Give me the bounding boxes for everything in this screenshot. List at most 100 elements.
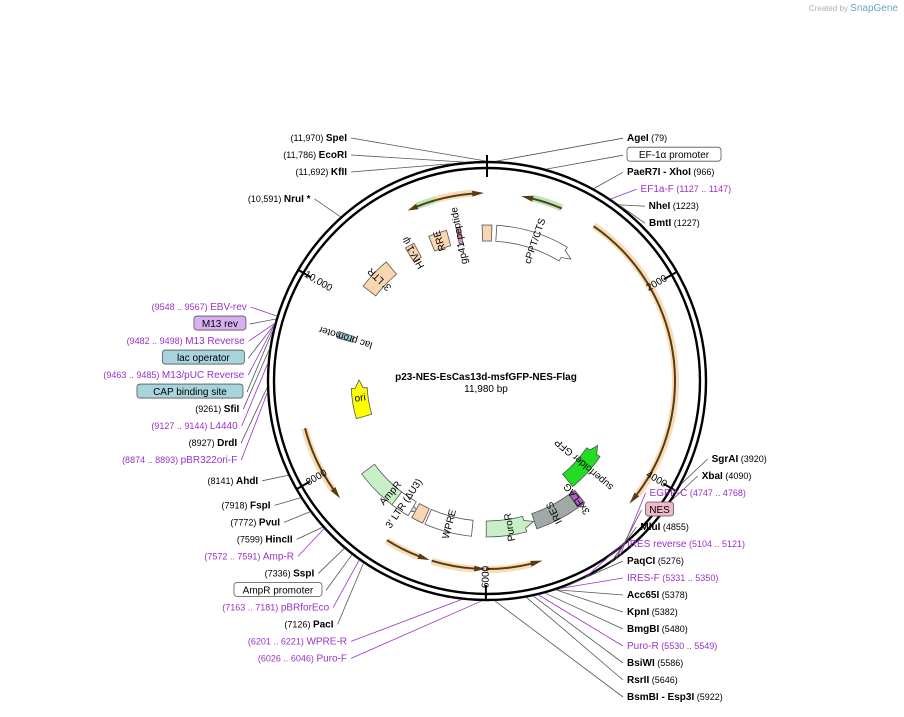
site-coord: (6201 .. 6221) bbox=[248, 636, 307, 646]
leader-line bbox=[250, 306, 277, 317]
site-name: SfiI bbox=[224, 404, 240, 415]
label-paqci: PaqCI (5276) bbox=[627, 556, 684, 567]
feature-label: ori bbox=[354, 392, 367, 404]
leader-line bbox=[496, 137, 624, 162]
site-name: M13 Reverse bbox=[185, 336, 245, 347]
label-m13-reverse: (9482 .. 9498) M13 Reverse bbox=[127, 336, 245, 347]
enzyme-name: (7772) PvuI bbox=[230, 517, 280, 528]
primer-name: (9548 .. 9567) EBV-rev bbox=[152, 302, 247, 313]
site-coord: (5104 .. 5121) bbox=[686, 539, 745, 549]
leader-line bbox=[610, 188, 637, 200]
feature-chip-label: lac operator bbox=[177, 353, 230, 364]
leader-line bbox=[494, 600, 624, 698]
site-name: L4440 bbox=[210, 421, 238, 432]
leader-line bbox=[249, 318, 277, 325]
site-name: AgeI bbox=[627, 133, 649, 144]
label-nhei: NheI (1223) bbox=[649, 201, 699, 212]
feature-cppt-box bbox=[481, 224, 493, 242]
site-name: Acc65I bbox=[627, 590, 659, 601]
site-name: XbaI bbox=[702, 471, 723, 482]
primer-arrow-glow bbox=[521, 194, 564, 212]
feature-ires bbox=[531, 494, 579, 530]
label-lac-operator: lac operator bbox=[161, 349, 245, 365]
site-name: KfII bbox=[331, 167, 347, 178]
feature-label: HIV-1 ψ bbox=[400, 235, 427, 271]
leader-line bbox=[240, 387, 268, 444]
label-ebv-rev: (9548 .. 9567) EBV-rev bbox=[152, 302, 247, 313]
site-coord: (4090) bbox=[723, 471, 752, 481]
feature-ori bbox=[350, 379, 373, 420]
feature-gp41-peptide bbox=[455, 226, 464, 245]
site-coord: (9261) bbox=[195, 404, 224, 414]
site-coord: (4855) bbox=[660, 522, 689, 532]
site-coord: (5646) bbox=[649, 675, 678, 685]
site-name: IRES reverse bbox=[627, 539, 687, 550]
site-name: PvuI bbox=[259, 517, 280, 528]
leader-line bbox=[248, 323, 275, 342]
leader-line bbox=[246, 329, 274, 393]
leader-line bbox=[247, 325, 275, 376]
site-name: NheI bbox=[649, 201, 671, 212]
site-coord: (79) bbox=[649, 133, 668, 143]
site-coord: (9463 .. 9485) bbox=[103, 370, 162, 380]
label-acc65i: Acc65I (5378) bbox=[627, 590, 688, 601]
site-name: Amp-R bbox=[263, 551, 294, 562]
feature-3-ltr bbox=[362, 261, 398, 297]
enzyme-name: BmtI (1227) bbox=[649, 218, 700, 229]
label-xbai: XbaI (4090) bbox=[702, 471, 752, 482]
site-name: BmgBI bbox=[627, 624, 659, 635]
site-coord: (7918) bbox=[221, 500, 250, 510]
label-egfp-c: EGFP-C (4747 .. 4768) bbox=[650, 488, 746, 499]
site-coord: (5586) bbox=[655, 658, 684, 668]
feature-label: superfolder GFP bbox=[553, 436, 616, 492]
tick-label: 6000 bbox=[481, 565, 492, 588]
site-coord: (7772) bbox=[230, 517, 259, 527]
label-spei: (11,970) SpeI bbox=[291, 133, 348, 144]
leader-line bbox=[567, 560, 624, 587]
label-fspi: (7918) FspI bbox=[221, 500, 270, 511]
leader-line bbox=[262, 474, 289, 482]
primer-arrow bbox=[431, 559, 487, 572]
site-name: IRES-F bbox=[627, 573, 660, 584]
site-name: EcoRI bbox=[319, 150, 348, 161]
credit-prefix: Created by bbox=[808, 4, 848, 13]
site-name: PaqCI bbox=[627, 556, 656, 567]
site-coord: (5480) bbox=[659, 624, 688, 634]
primer-arrow bbox=[486, 560, 543, 570]
primer-name: (6201 .. 6221) WPRE-R bbox=[248, 636, 347, 647]
site-name: M13/pUC Reverse bbox=[162, 370, 245, 381]
enzyme-name: BsmBI - Esp3I (5922) bbox=[627, 692, 723, 703]
site-coord: (6026 .. 6046) bbox=[258, 653, 317, 663]
label-l4440: (9127 .. 9144) L4440 bbox=[151, 421, 238, 432]
tick-mark bbox=[297, 268, 312, 279]
site-name: PacI bbox=[313, 619, 334, 630]
leader-line bbox=[332, 559, 360, 608]
site-name: EGFP-C bbox=[650, 488, 688, 499]
leader-line bbox=[584, 543, 624, 579]
label-kfii: (11,692) KfII bbox=[296, 167, 348, 178]
site-name: BsmBI - Esp3I bbox=[627, 692, 694, 703]
site-coord: (7572 .. 7591) bbox=[204, 551, 263, 561]
site-coord: (8141) bbox=[207, 476, 236, 486]
primer-arrow-glow bbox=[384, 537, 430, 561]
leader-line bbox=[317, 548, 345, 574]
site-coord: (5382) bbox=[649, 607, 678, 617]
label-ires-reverse: IRES reverse (5104 .. 5121) bbox=[627, 539, 745, 550]
leader-line bbox=[618, 204, 645, 207]
tick-label: 8000 bbox=[304, 467, 329, 488]
feature-chip-label: M13 rev bbox=[202, 319, 238, 330]
site-coord: (9482 .. 9498) bbox=[127, 336, 186, 346]
leader-line bbox=[240, 392, 268, 461]
feature-label: PuroR bbox=[503, 512, 518, 542]
leader-line bbox=[556, 589, 624, 596]
enzyme-name: PaeR7I - XhoI (966) bbox=[627, 167, 714, 178]
enzyme-name: (11,786) EcoRI bbox=[283, 150, 347, 161]
site-coord: (9127 .. 9144) bbox=[151, 421, 210, 431]
primer-name: (9463 .. 9485) M13/pUC Reverse bbox=[103, 370, 244, 381]
leader-line bbox=[593, 171, 624, 189]
leader-line bbox=[350, 599, 462, 642]
enzyme-name: (7336) SspI bbox=[265, 568, 315, 579]
feature-wpre-box bbox=[411, 503, 430, 524]
leader-line bbox=[610, 526, 637, 564]
